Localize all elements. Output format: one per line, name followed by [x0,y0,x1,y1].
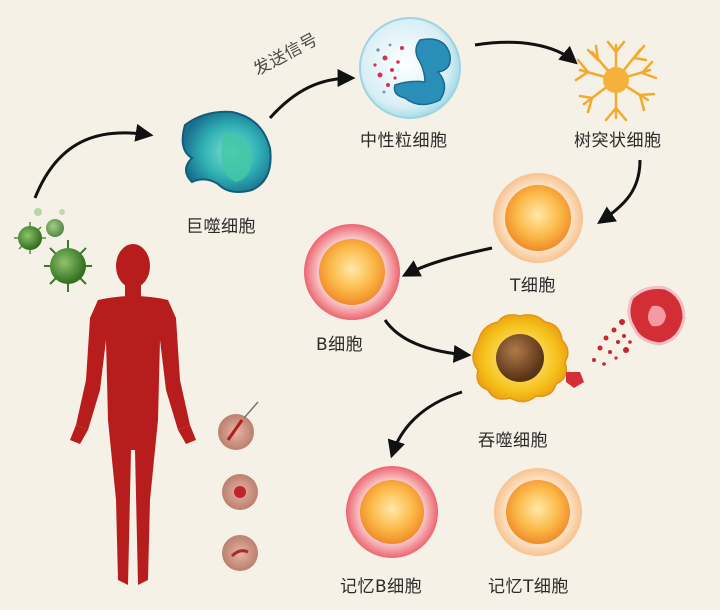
arrow-neutrophil-to-dendritic [474,40,578,65]
arrow-tcell-to-bcell [401,246,493,277]
arrow-phagocyte-to-memory [387,390,463,459]
virus-icon [14,208,92,292]
human-body-icon [70,244,196,585]
memory-b-cell-label: 记忆B细胞 [340,577,423,597]
pathogen-debris-icon [592,286,686,366]
macrophage-label: 巨噬细胞 [186,217,256,237]
memory-t-cell-label: 记忆T细胞 [488,577,569,597]
b-cell-icon [304,224,400,320]
memory-t-cell-icon [494,468,582,556]
arrow-macrophage-to-neutrophil [268,69,356,119]
arrow-bcell-to-phagocyte [383,319,472,363]
dendritic-cell-label: 树突状细胞 [574,131,662,151]
dendritic-cell-body [603,67,629,93]
arrow-dendritic-to-tcell [597,159,642,225]
phagocyte-icon [472,314,584,403]
macrophage-icon [181,110,272,193]
t-cell-icon [493,173,583,263]
memory-b-cell-icon [346,466,438,558]
t-cell-label: T细胞 [510,276,556,296]
neutrophil-icon [359,17,461,119]
phagocyte-label: 吞噬细胞 [478,431,548,451]
arrow-virus-to-macrophage [33,123,154,199]
b-cell-label: B细胞 [316,335,364,355]
neutrophil-label: 中性粒细胞 [360,131,448,151]
skin-wound-icon [218,401,259,571]
